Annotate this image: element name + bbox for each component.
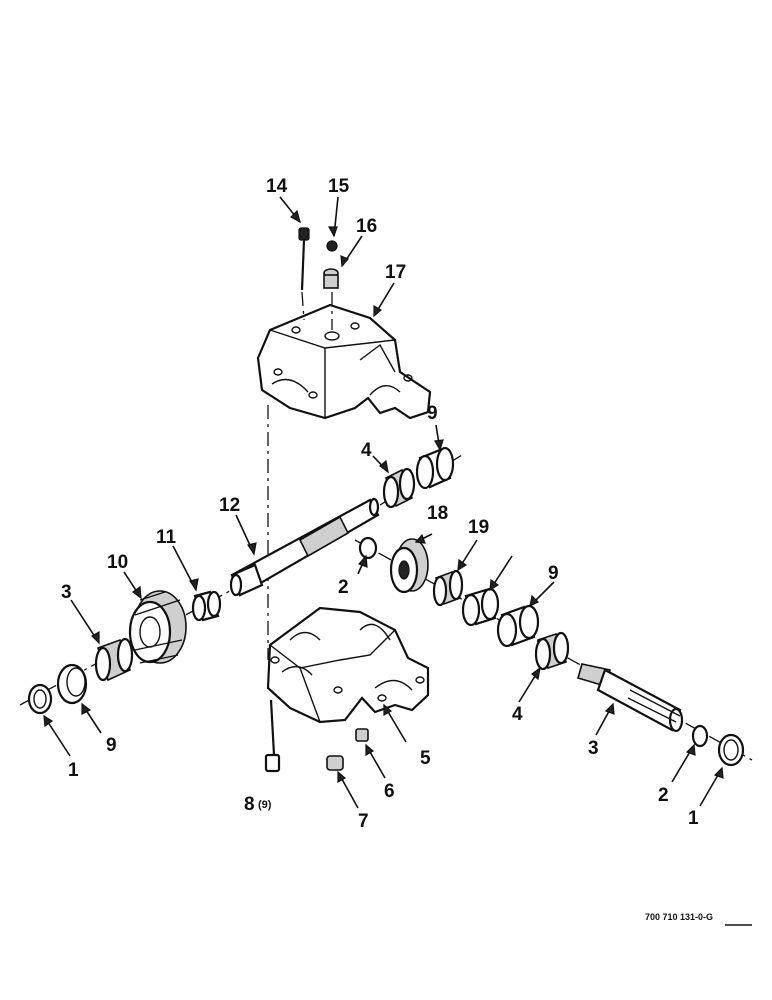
spacer-part-11 bbox=[191, 590, 222, 622]
callout-4-upper: 4 bbox=[361, 440, 372, 461]
bearing-cone-part-4-left bbox=[94, 637, 134, 682]
drawing-number: 700 710 131-0-G bbox=[645, 912, 713, 922]
callout-4-left: 3 bbox=[61, 582, 72, 603]
bearing-cone-part-18 bbox=[432, 569, 464, 607]
output-shaft-part-3 bbox=[577, 663, 684, 733]
callout-2-upper: 2 bbox=[338, 577, 349, 598]
callout-11: 11 bbox=[156, 527, 177, 548]
bearing-cone-part-4-right bbox=[534, 631, 570, 671]
bearing-cup-part-9-left bbox=[56, 663, 88, 705]
plug-part-14 bbox=[326, 240, 338, 252]
bevel-gear-part-17 bbox=[389, 538, 429, 594]
callout-2-right: 2 bbox=[658, 785, 669, 806]
callout-13: 14 bbox=[266, 176, 288, 197]
seal-part-1-left bbox=[27, 683, 53, 715]
callout-7: 7 bbox=[358, 811, 369, 832]
callout-6: 6 bbox=[384, 781, 395, 802]
leader-arrowheads bbox=[43, 209, 724, 784]
callout-8-quantity: (9) bbox=[258, 799, 272, 811]
bearing-cone-part-4-upper bbox=[382, 467, 416, 509]
callout-8: 8 bbox=[244, 794, 255, 815]
callout-15: 16 bbox=[356, 216, 377, 237]
plug-part-6 bbox=[355, 728, 369, 742]
bevel-gear-part-10 bbox=[128, 590, 187, 664]
callout-4-right: 4 bbox=[512, 704, 523, 725]
snap-ring-part-2-upper bbox=[358, 536, 378, 560]
bearing-cup-part-19 bbox=[461, 587, 500, 627]
bottom-housing-part-5 bbox=[266, 606, 430, 724]
callout-5: 5 bbox=[420, 748, 431, 769]
plug-part-7 bbox=[326, 755, 344, 771]
callout-9-right: 9 bbox=[548, 563, 559, 584]
callout-14: 15 bbox=[328, 176, 350, 197]
callout-1-left: 1 bbox=[68, 760, 79, 781]
callout-10: 10 bbox=[107, 552, 128, 573]
callout-3: 3 bbox=[588, 738, 599, 759]
callout-16: 17 bbox=[385, 262, 406, 283]
top-housing-part-16 bbox=[256, 303, 432, 420]
pinion-shaft-part-12 bbox=[229, 497, 380, 597]
bearing-cup-part-9-upper bbox=[415, 446, 455, 490]
breather-part-15 bbox=[323, 268, 339, 330]
callout-18: 19 bbox=[468, 517, 489, 538]
bolt-part-13 bbox=[298, 227, 310, 321]
callout-17: 18 bbox=[427, 503, 448, 524]
callout-9-upper: 9 bbox=[427, 403, 438, 424]
callout-9-left: 9 bbox=[106, 735, 117, 756]
snap-ring-part-2-right bbox=[691, 724, 709, 748]
bearing-cup-part-9-right bbox=[496, 604, 540, 648]
bolt-part-8 bbox=[264, 699, 281, 773]
seal-part-1-right bbox=[717, 733, 745, 767]
callout-1-right: 1 bbox=[688, 808, 699, 829]
callout-12: 12 bbox=[219, 495, 240, 516]
